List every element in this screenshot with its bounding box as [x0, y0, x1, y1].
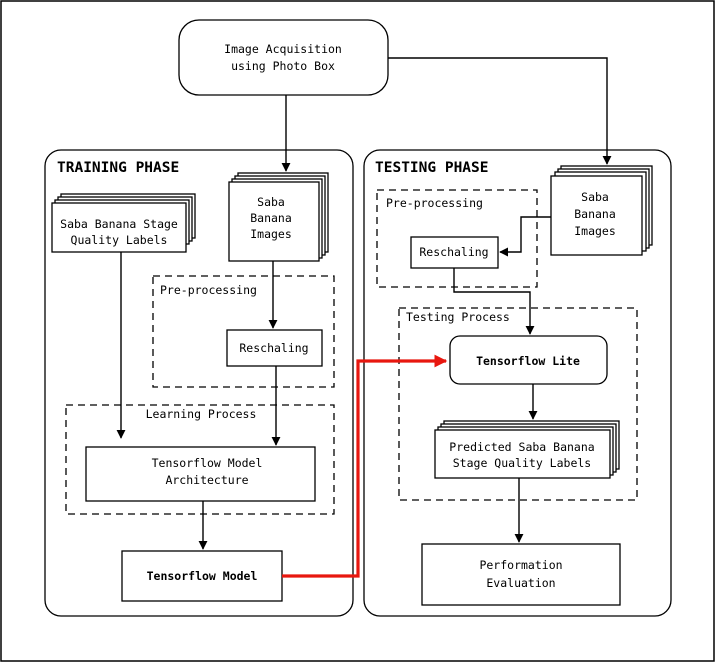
training-phase-container — [44, 149, 354, 617]
training-preprocessing-region — [152, 275, 335, 388]
tensorflow-lite-box: Tensorflow Lite — [449, 335, 608, 385]
training-images-line1: Saba — [257, 195, 285, 209]
learning-process-label: Learning Process — [146, 407, 257, 421]
tensorflow-lite-label: Tensorflow Lite — [476, 354, 580, 368]
arrow-acquisition-to-testing-images — [388, 57, 612, 165]
testing-phase-container — [363, 149, 672, 617]
testing-process-label: Testing Process — [406, 310, 510, 324]
tensorflow-architecture-line2: Architecture — [165, 473, 248, 487]
training-images-line2: Banana — [250, 211, 292, 225]
testing-images-stack: Saba Banana Images — [550, 165, 653, 256]
testing-images-line3: Images — [574, 224, 616, 238]
image-acquisition-line1: Image Acquisition — [224, 42, 342, 56]
tensorflow-model-box: Tensorflow Model — [121, 550, 283, 602]
testing-images-line1: Saba — [581, 190, 609, 204]
training-phase-title: TRAINING PHASE — [57, 160, 179, 176]
performation-evaluation-line2: Evaluation — [486, 576, 555, 590]
training-images-line3: Images — [250, 227, 292, 241]
arrow-testing-images-to-reschaling — [499, 216, 551, 257]
predicted-labels-stack: Predicted Saba Banana Stage Quality Labe… — [434, 420, 620, 479]
tensorflow-model-label: Tensorflow Model — [147, 569, 258, 583]
tensorflow-architecture-line1: Tensorflow Model — [152, 456, 263, 470]
arrow-model-to-tensorflow-lite — [282, 354, 448, 578]
testing-preprocessing-region — [376, 189, 538, 288]
testing-reschaling-box: Reschaling — [410, 236, 499, 269]
predicted-labels-line2: Stage Quality Labels — [453, 456, 591, 470]
testing-images-line2: Banana — [574, 207, 616, 221]
predicted-labels-line1: Predicted Saba Banana — [449, 440, 594, 454]
learning-process-region — [65, 404, 335, 515]
training-images-stack: Saba Banana Images — [228, 172, 329, 262]
testing-reschaling-label: Reschaling — [419, 245, 488, 259]
tensorflow-architecture-box: Tensorflow Model Architecture — [85, 446, 316, 502]
training-labels-stack: Saba Banana Stage Quality Labels — [51, 193, 196, 253]
training-labels-line1: Saba Banana Stage — [60, 217, 178, 231]
performation-evaluation-box: Performation Evaluation — [421, 543, 621, 606]
image-acquisition-line2: using Photo Box — [231, 59, 335, 73]
performation-evaluation-line1: Performation — [479, 558, 562, 572]
image-acquisition-box: Image Acquisition using Photo Box — [178, 19, 389, 96]
training-labels-line2: Quality Labels — [71, 233, 168, 247]
training-reschaling-box: Reschaling — [226, 329, 323, 367]
training-reschaling-label: Reschaling — [239, 341, 308, 355]
testing-phase-title: TESTING PHASE — [375, 160, 489, 176]
training-preprocessing-label: Pre-processing — [160, 283, 257, 297]
arrow-reschaling-to-tensorflow-lite — [453, 268, 535, 335]
testing-preprocessing-label: Pre-processing — [386, 196, 483, 210]
